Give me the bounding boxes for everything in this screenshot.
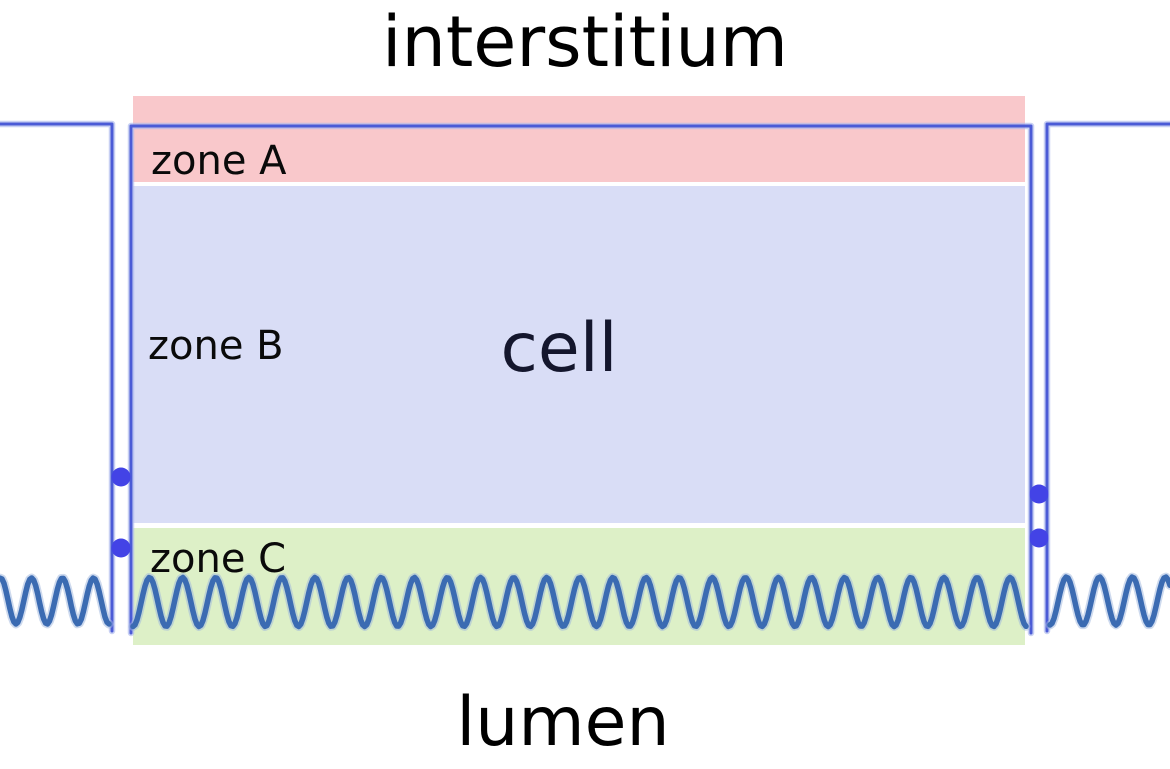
lumen-microvilli-wave-cell [130, 574, 1029, 630]
interstitium-title: interstitium [382, 1, 788, 83]
lumen-microvilli-wave-right [1047, 574, 1170, 628]
zone-a-label: zone A [151, 138, 287, 184]
tight-junction-dot-4 [1029, 528, 1049, 548]
lumen-microvilli-wave-left [0, 575, 112, 627]
cell-membrane-line [129, 124, 1033, 635]
zone-b-band [133, 186, 1025, 523]
lumen-title: lumen [456, 683, 670, 762]
zone-b-label: zone B [148, 323, 284, 369]
left-neighbor-membrane-line [0, 122, 114, 633]
cell-label: cell [500, 309, 618, 388]
tight-junction-dot-3 [1029, 484, 1049, 504]
tight-junction-dot-2 [111, 538, 131, 558]
zone-c-label: zone C [150, 536, 287, 582]
right-neighbor-membrane-line [1045, 122, 1170, 633]
left-neighbor-membrane-line-halo [0, 120, 116, 635]
tight-junction-dot-1 [111, 467, 131, 487]
right-neighbor-membrane-line-halo [1043, 120, 1170, 635]
zone-a-band [133, 96, 1025, 182]
